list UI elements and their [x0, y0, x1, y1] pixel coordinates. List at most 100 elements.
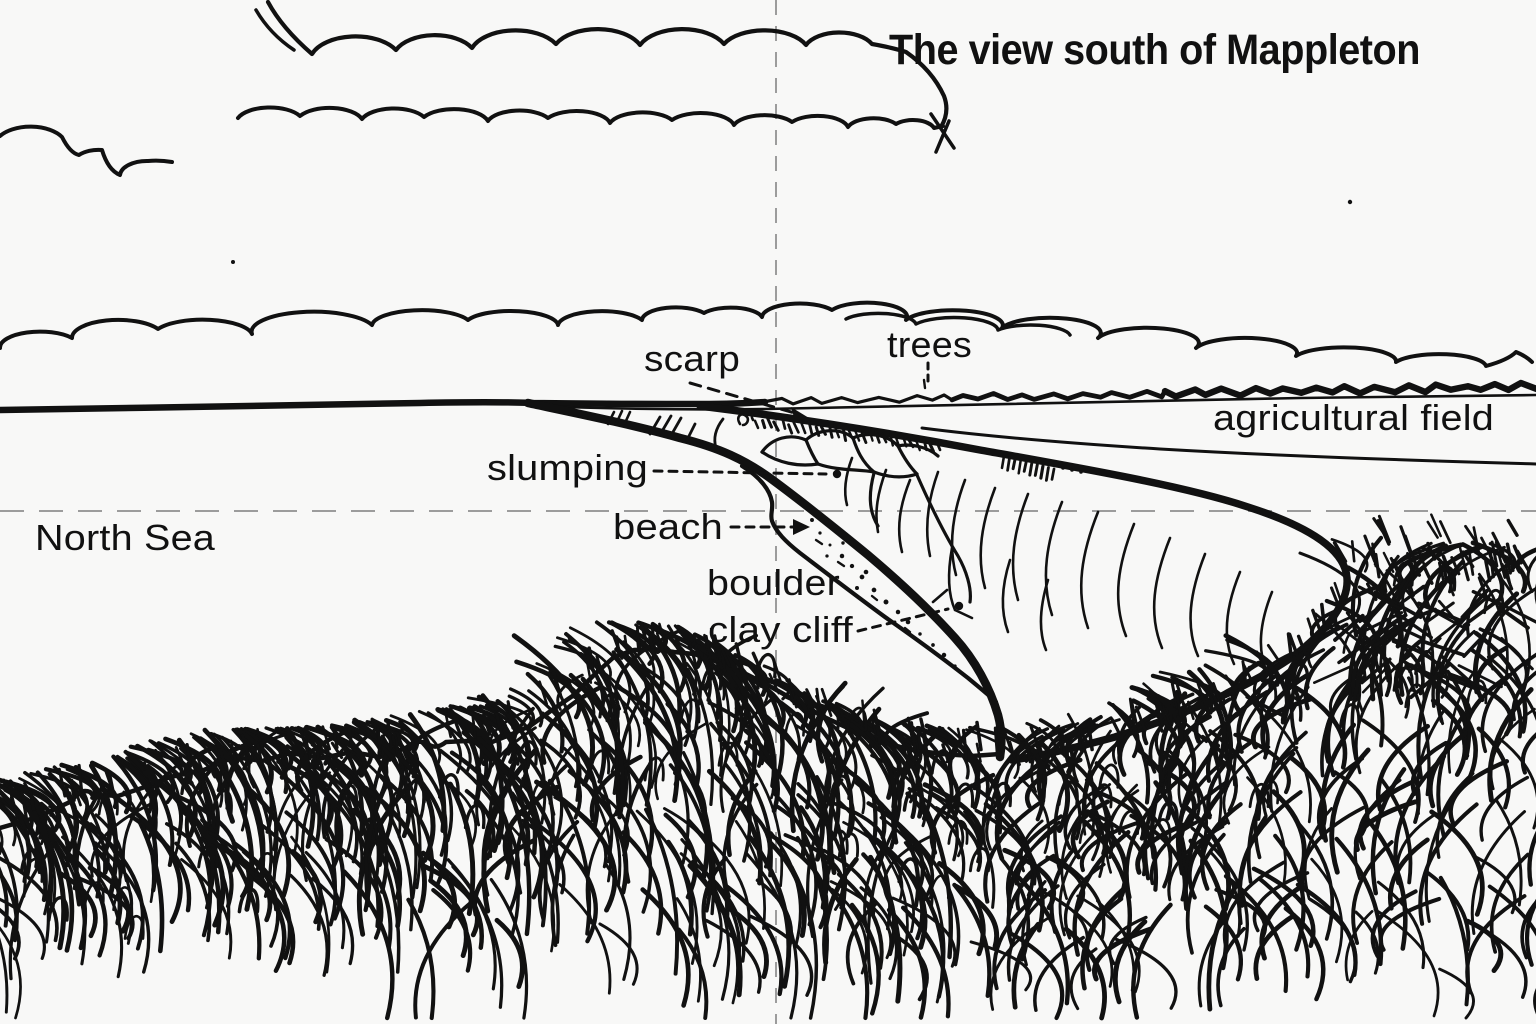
- grass-hatch: [1419, 638, 1465, 657]
- grass-stroke: [677, 927, 709, 1020]
- grass-tick: [787, 678, 798, 709]
- grass-hatch: [1414, 643, 1450, 674]
- grass-stroke: [889, 851, 925, 941]
- grass-stroke: [448, 704, 516, 764]
- grass-stroke: [882, 834, 934, 902]
- grass-stroke: [1474, 645, 1509, 703]
- grass-stroke: [725, 769, 758, 858]
- grass-tick: [705, 634, 713, 665]
- beach-dot: [895, 609, 901, 615]
- grass-tick: [259, 741, 269, 763]
- grass-stroke: [1053, 745, 1110, 856]
- grass-tick: [1441, 560, 1448, 582]
- grass-stroke: [1524, 898, 1536, 967]
- scarp-tick: [787, 423, 794, 435]
- grass-tick: [1306, 617, 1315, 637]
- cloud-outline: [254, 8, 296, 52]
- grass-stroke: [1204, 649, 1269, 683]
- grass-sparse-mark: [1464, 524, 1478, 544]
- treeline: [761, 379, 1536, 406]
- grass-tick: [993, 726, 1000, 758]
- beach-dot: [883, 599, 889, 605]
- grass-tick: [585, 654, 597, 677]
- grass-stroke: [822, 848, 876, 918]
- grass-stroke: [714, 640, 749, 716]
- grass-stroke: [347, 767, 380, 883]
- scarp-tick: [766, 417, 773, 429]
- scarp-tick: [807, 420, 814, 436]
- grass-hook: [1466, 679, 1488, 705]
- grass-stroke: [1520, 732, 1536, 775]
- grass-hook: [928, 874, 950, 900]
- grass-tick: [1187, 700, 1195, 721]
- cliff-face-strokes: [843, 456, 1274, 674]
- beach-dot: [941, 652, 947, 658]
- beach-speckle: [810, 518, 957, 668]
- grass-stroke: [146, 747, 184, 780]
- cliff-tick: [1033, 463, 1039, 477]
- grass-tick: [913, 734, 921, 753]
- grass-stroke: [41, 820, 88, 951]
- grass-tick: [1162, 705, 1171, 725]
- grass-hook: [506, 756, 528, 782]
- grass-stroke: [489, 877, 529, 1020]
- grass-stroke: [1310, 857, 1344, 964]
- grass-stroke: [1004, 727, 1066, 799]
- scarp-tick: [772, 420, 780, 432]
- grass-hook: [1014, 859, 1037, 886]
- grass-stroke: [817, 747, 866, 815]
- grass-hatch: [1497, 601, 1536, 624]
- cliff-face-stroke: [1039, 578, 1050, 652]
- scarp-squiggle: [736, 413, 750, 427]
- hatch-mark: [648, 415, 662, 436]
- grass-stroke: [428, 878, 469, 959]
- grass-tick: [1461, 550, 1475, 569]
- grass-hook: [1255, 678, 1278, 704]
- beach-dot: [828, 543, 832, 547]
- grass-tick: [1170, 682, 1179, 710]
- grass-stroke: [1465, 918, 1504, 974]
- grass-sparse-mark: [1506, 518, 1519, 537]
- grass-tick: [1207, 685, 1218, 703]
- grass-hatch: [1408, 636, 1442, 673]
- grass-stroke: [508, 687, 544, 728]
- grass-stroke: [1006, 884, 1060, 982]
- grass-hook: [980, 808, 1003, 835]
- grass-stroke: [1036, 722, 1088, 801]
- grass-stroke: [773, 678, 816, 727]
- grass-stroke: [1494, 798, 1523, 907]
- label-leaders: [652, 361, 964, 633]
- grass-sparse-mark: [1377, 514, 1392, 544]
- label-boulder: boulder: [707, 562, 840, 603]
- grass-tick: [142, 761, 155, 786]
- grass-sparse-mark: [1430, 513, 1442, 538]
- grass-tick: [321, 725, 331, 751]
- grass-hatch: [1345, 611, 1373, 647]
- grass-tick: [1382, 551, 1395, 574]
- grass-stroke: [481, 746, 539, 914]
- grass-hook: [837, 832, 860, 858]
- scarp-tick: [799, 419, 807, 435]
- grass-sparse-mark: [1491, 531, 1505, 555]
- grass-sparse-mark: [1441, 554, 1451, 573]
- grass-hook: [1078, 819, 1100, 844]
- label-beach: beach: [613, 506, 723, 547]
- cliff-tick: [1006, 456, 1011, 472]
- grass-stroke: [668, 763, 713, 913]
- grass-stroke: [451, 865, 497, 991]
- grass-stroke: [711, 896, 739, 1005]
- grass-tick: [919, 717, 929, 747]
- grass-stroke: [1060, 783, 1112, 900]
- grass-tick: [1329, 586, 1341, 608]
- grass-stroke: [231, 840, 293, 961]
- grass-hook: [530, 779, 552, 805]
- grass-tick: [1196, 682, 1208, 709]
- grass-stroke: [1487, 884, 1536, 937]
- ink-speck: [1347, 199, 1353, 205]
- grass-stroke: [1200, 802, 1243, 891]
- grass-sparse-mark: [1480, 536, 1494, 560]
- page-title: The view south of Mappleton: [889, 26, 1420, 74]
- slump-lobe-line: [896, 444, 919, 476]
- grass-stroke: [1064, 862, 1106, 940]
